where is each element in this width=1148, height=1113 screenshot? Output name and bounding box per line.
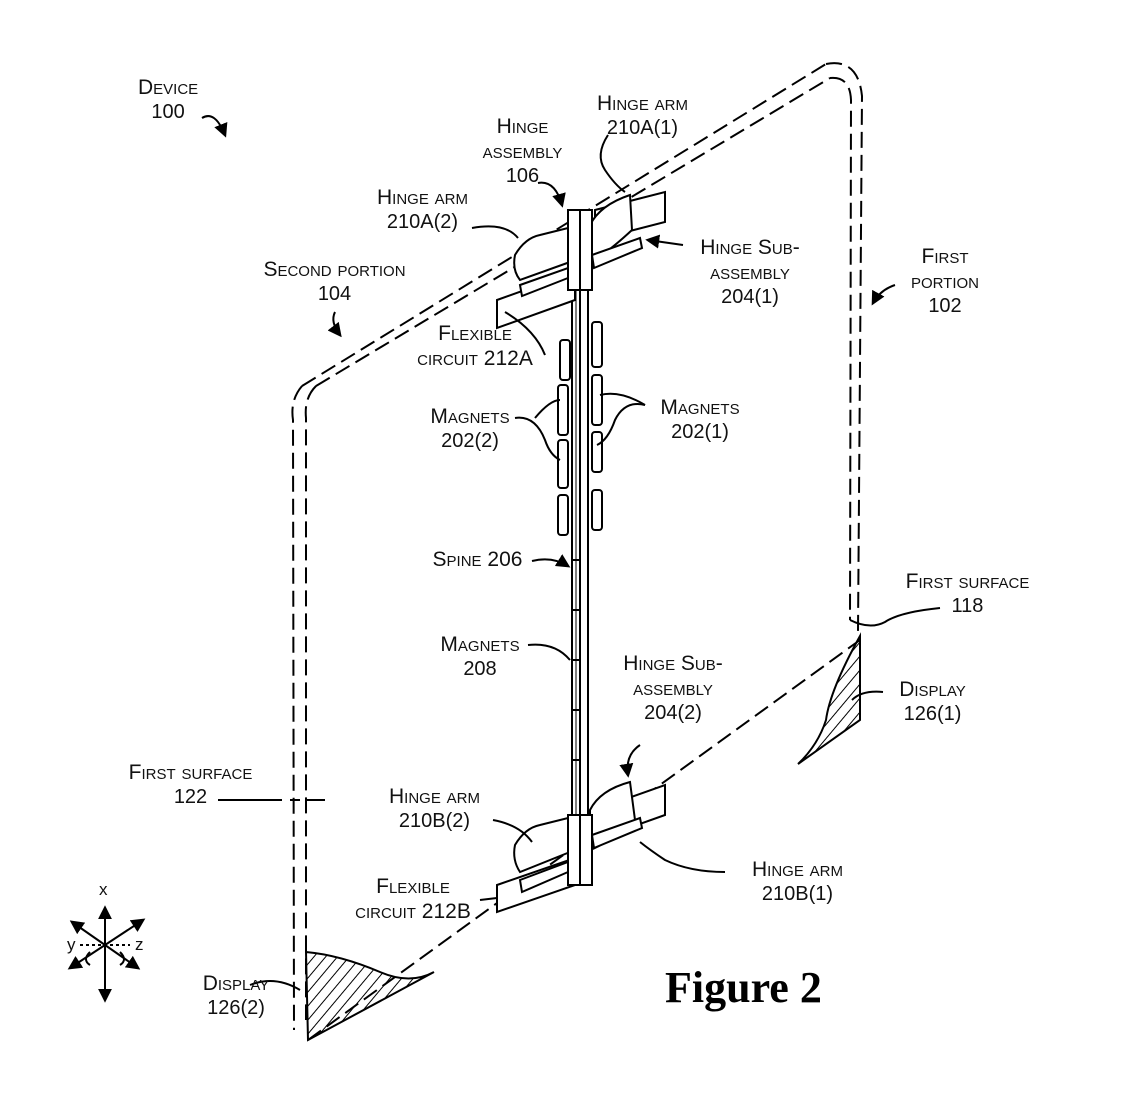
label-magnets-1-ref: 202(1) xyxy=(671,421,729,443)
label-first-portion: Firstportion102 xyxy=(890,245,1000,318)
label-magnets-2: Magnets202(2) xyxy=(415,405,525,453)
label-first-surface-118-name: First surface xyxy=(906,570,1030,593)
label-second-portion: Second portion104 xyxy=(242,258,427,306)
label-flex-b-line2: circuit 212B xyxy=(355,900,471,923)
label-first-surface-122-ref: 122 xyxy=(174,786,207,808)
magnet-left-3 xyxy=(558,440,568,488)
label-hinge-arm-a1-name: Hinge arm xyxy=(597,92,688,115)
magnet-right-4 xyxy=(592,490,602,530)
label-hinge-assembly-line2: assembly xyxy=(483,140,563,163)
label-device-name: Device xyxy=(138,76,198,99)
label-magnets-208-ref: 208 xyxy=(463,658,496,680)
label-hinge-sub-2: Hinge Sub-assembly204(2) xyxy=(608,652,738,725)
leader-device xyxy=(202,116,225,135)
label-magnets-208-name: Magnets xyxy=(440,633,519,656)
axis-label-x: x xyxy=(99,880,108,900)
label-hinge-sub-1: Hinge Sub-assembly204(1) xyxy=(685,236,815,309)
magnet-left-4 xyxy=(558,495,568,535)
label-display-1-ref: 126(1) xyxy=(904,703,962,725)
label-hinge-arm-b1-name: Hinge arm xyxy=(752,858,843,881)
label-hinge-sub-1-ref: 204(1) xyxy=(721,286,779,308)
label-first-portion-line2: portion xyxy=(911,270,979,293)
leader-hinge-sub-2 xyxy=(628,745,641,775)
display-hatch-1 xyxy=(798,636,860,764)
label-hinge-arm-b2-ref: 210B(2) xyxy=(399,810,470,832)
axis-y-curl xyxy=(86,952,90,965)
label-magnets-208: Magnets208 xyxy=(425,633,535,681)
magnet-right-1 xyxy=(592,322,602,367)
display-hatch-2 xyxy=(306,952,434,1040)
leader-hinge-arm-b1 xyxy=(640,842,725,872)
label-hinge-sub-2-line1: Hinge Sub- xyxy=(623,652,723,675)
label-first-surface-122: First surface122 xyxy=(108,761,273,809)
label-first-surface-118-ref: 118 xyxy=(952,595,984,617)
label-hinge-arm-b1: Hinge arm210B(1) xyxy=(735,858,860,906)
leader-hinge-sub-1 xyxy=(648,240,683,245)
label-magnets-1-name: Magnets xyxy=(660,396,739,419)
label-device-ref: 100 xyxy=(151,101,184,123)
magnet-left-2 xyxy=(558,385,568,435)
label-hinge-arm-b1-ref: 210B(1) xyxy=(762,883,833,905)
label-magnets-2-name: Magnets xyxy=(430,405,509,428)
label-display-2-ref: 126(2) xyxy=(207,997,265,1019)
magnet-right-2 xyxy=(592,375,602,425)
axis-triad xyxy=(70,908,143,1000)
label-flex-a-line1: Flexible xyxy=(438,322,512,345)
leader-second-portion xyxy=(333,312,340,335)
label-magnets-1: Magnets202(1) xyxy=(645,396,755,444)
label-first-surface-118: First surface118 xyxy=(885,570,1050,618)
label-hinge-arm-a2: Hinge arm210A(2) xyxy=(360,186,485,234)
label-flex-b: Flexiblecircuit 212B xyxy=(338,875,488,925)
label-spine-text: Spine 206 xyxy=(433,548,523,571)
label-hinge-assembly: Hingeassembly106 xyxy=(470,115,575,188)
label-hinge-assembly-ref: 106 xyxy=(506,165,539,187)
axis-z-curl xyxy=(120,952,124,965)
label-spine: Spine 206 xyxy=(420,548,535,573)
label-display-1: Display126(1) xyxy=(885,678,980,726)
magnet-left-1 xyxy=(560,340,570,380)
label-flex-a: Flexiblecircuit 212A xyxy=(400,322,550,372)
label-flex-b-line1: Flexible xyxy=(376,875,450,898)
figure-title: Figure 2 xyxy=(665,962,822,1013)
label-second-portion-ref: 104 xyxy=(318,283,351,305)
label-flex-a-line2: circuit 212A xyxy=(417,347,533,370)
label-first-portion-line1: First xyxy=(922,245,969,268)
label-hinge-sub-2-line2: assembly xyxy=(633,677,713,700)
label-device: Device100 xyxy=(138,76,198,124)
label-display-2-name: Display xyxy=(203,972,270,995)
label-hinge-assembly-line1: Hinge xyxy=(497,115,549,138)
label-hinge-sub-1-line2: assembly xyxy=(710,261,790,284)
label-hinge-arm-b2: Hinge arm210B(2) xyxy=(372,785,497,833)
axis-diag-ul xyxy=(72,922,105,945)
label-hinge-arm-a1: Hinge arm210A(1) xyxy=(580,92,705,140)
label-hinge-sub-2-ref: 204(2) xyxy=(644,702,702,724)
label-magnets-2-ref: 202(2) xyxy=(441,430,499,452)
leader-spine xyxy=(532,559,568,566)
axis-label-y: y xyxy=(67,935,76,955)
magnet-right-3 xyxy=(592,432,602,472)
label-hinge-sub-1-line1: Hinge Sub- xyxy=(700,236,800,259)
label-hinge-arm-a2-name: Hinge arm xyxy=(377,186,468,209)
leader-magnets-2-b xyxy=(535,400,560,418)
label-hinge-arm-b2-name: Hinge arm xyxy=(389,785,480,808)
axis-label-z: z xyxy=(135,935,144,955)
label-first-surface-122-name: First surface xyxy=(129,761,253,784)
leader-magnets-1-a xyxy=(597,404,645,445)
hinge-spine xyxy=(558,215,602,880)
label-first-portion-ref: 102 xyxy=(928,295,961,317)
label-display-2: Display126(2) xyxy=(190,972,282,1020)
label-hinge-arm-a2-ref: 210A(2) xyxy=(387,211,458,233)
label-second-portion-name: Second portion xyxy=(263,258,405,281)
leader-hinge-arm-a1 xyxy=(601,135,625,192)
label-hinge-arm-a1-ref: 210A(1) xyxy=(607,117,678,139)
label-display-1-name: Display xyxy=(899,678,966,701)
